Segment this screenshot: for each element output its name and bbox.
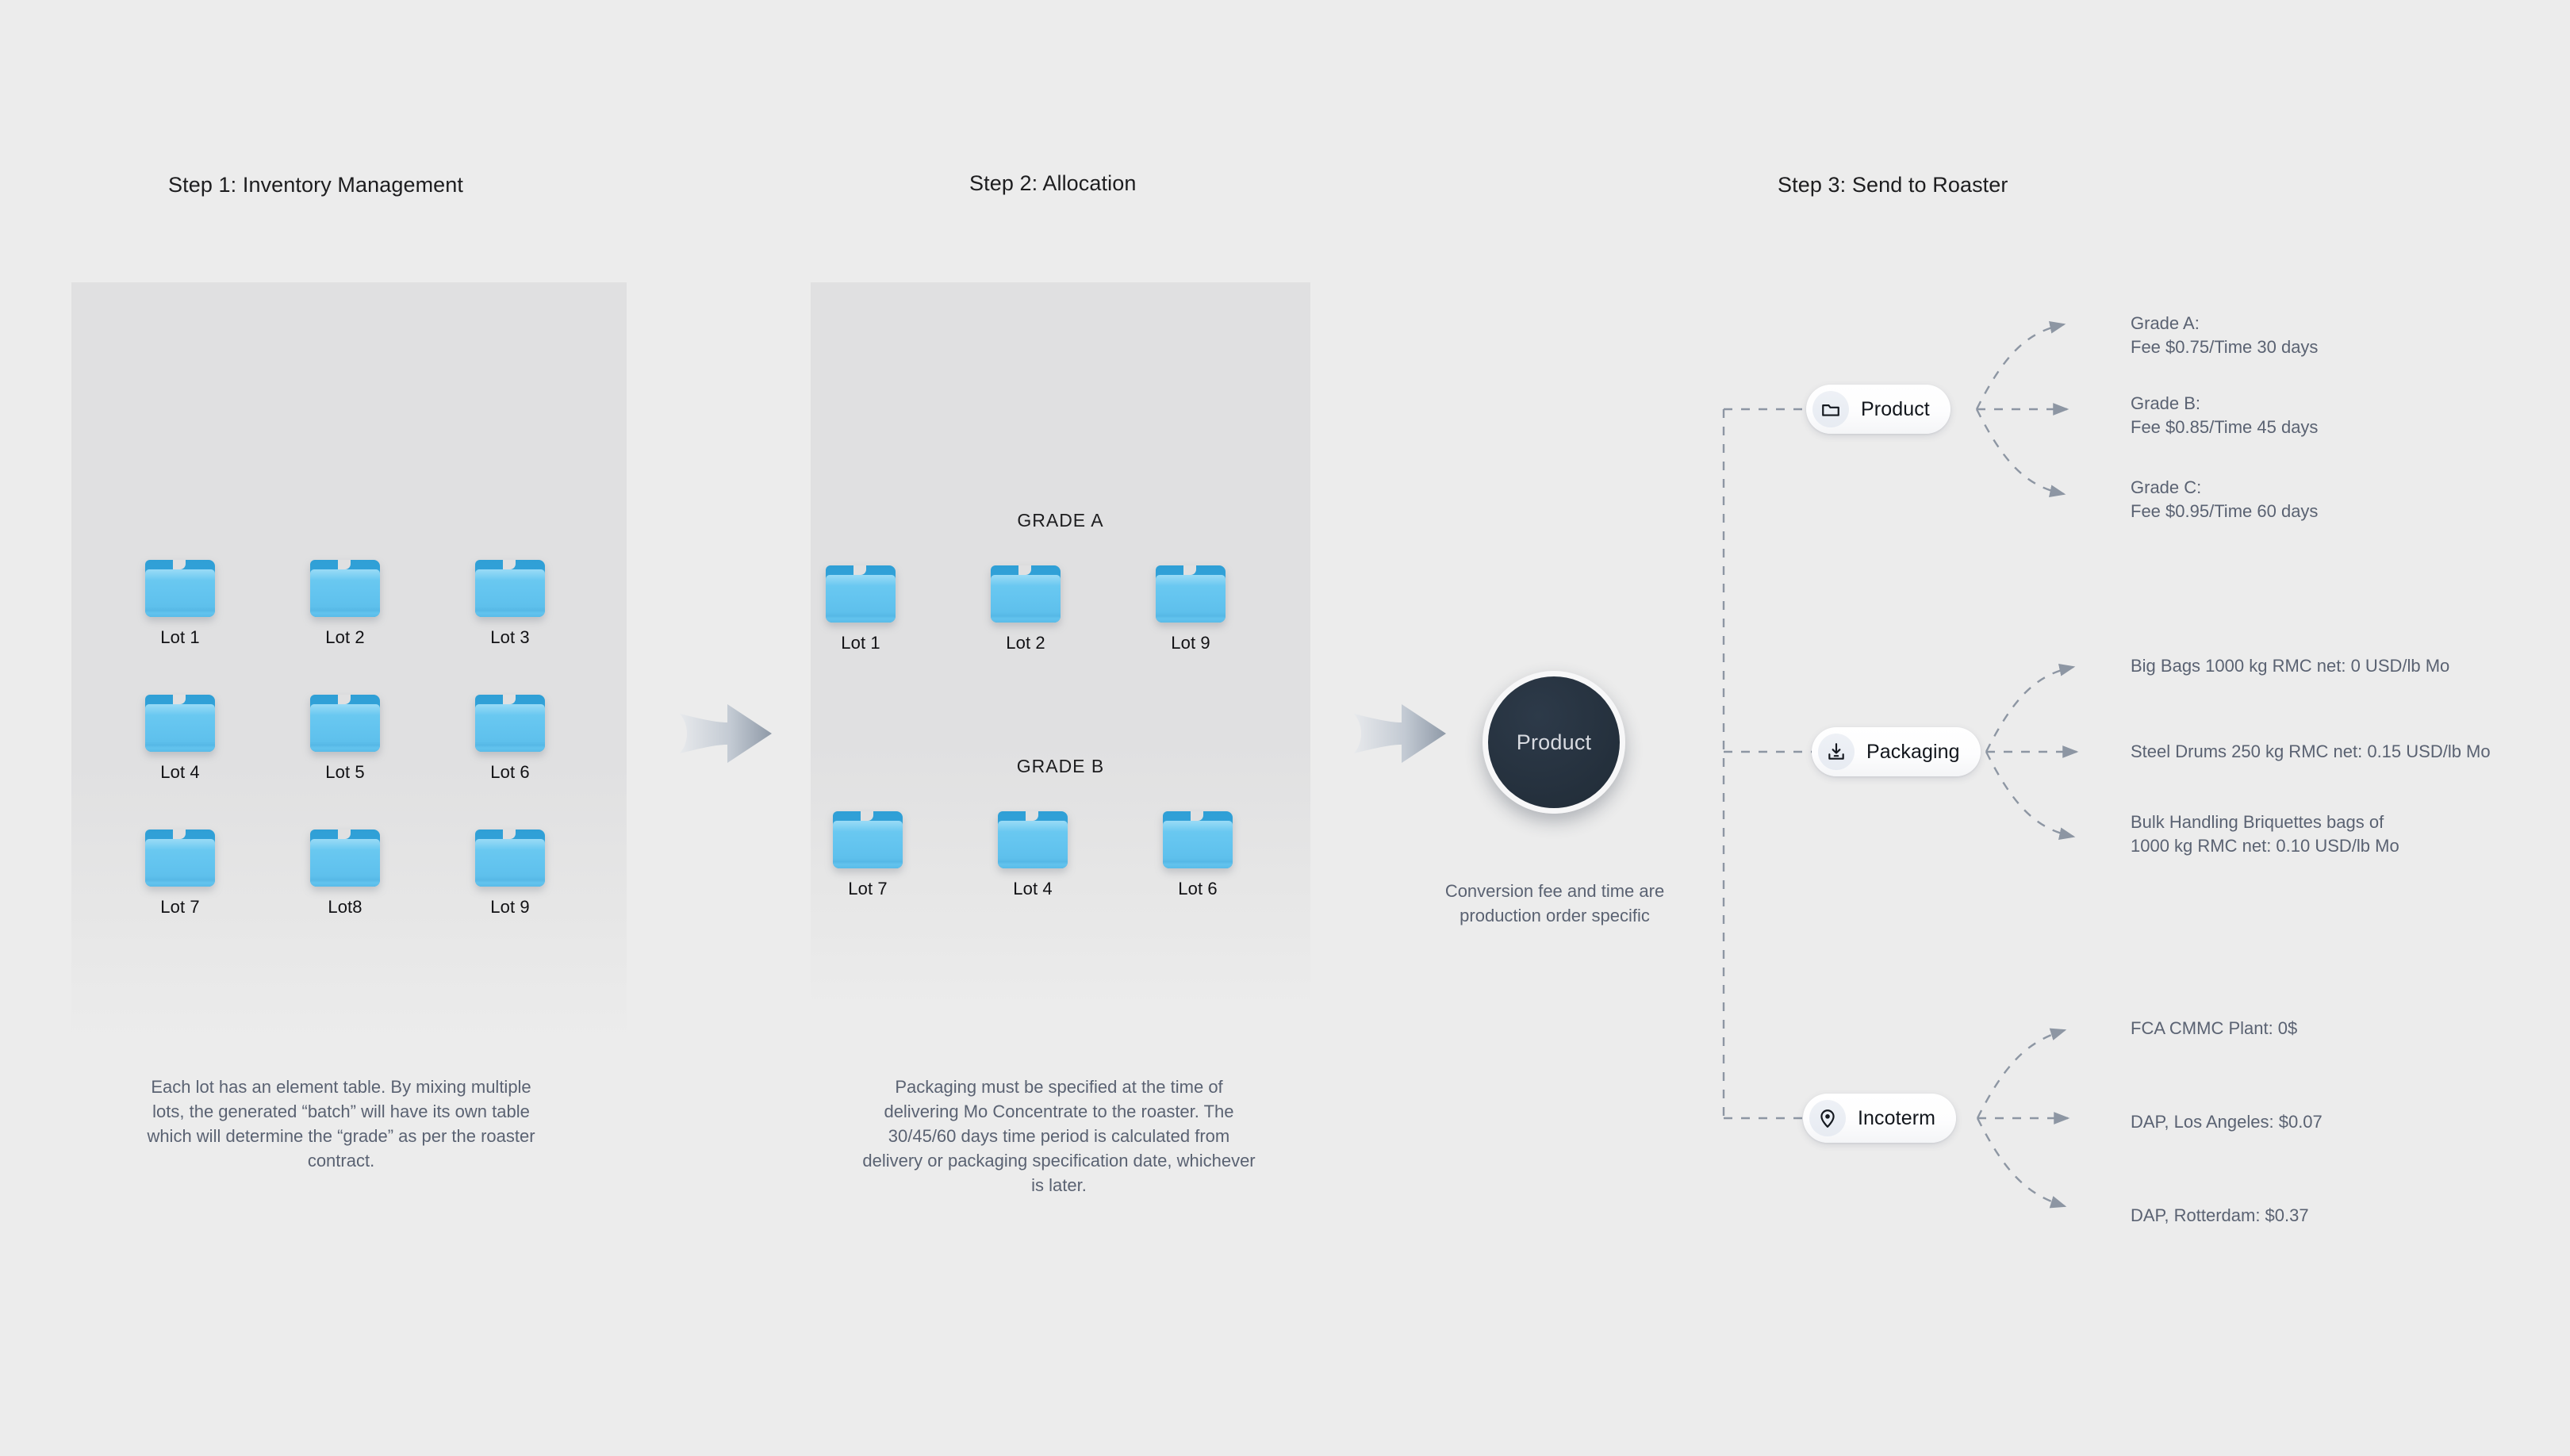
folder-icon: [1156, 565, 1226, 624]
folder-icon: [310, 560, 380, 619]
lot-item[interactable]: Lot 4: [121, 695, 240, 783]
lot-item[interactable]: Lot 3: [451, 560, 570, 648]
lot-label: Lot 4: [1013, 879, 1053, 899]
branch-pill-packaging[interactable]: Packaging: [1812, 727, 1981, 776]
lot-item[interactable]: Lot8: [286, 830, 405, 918]
grade-b-lot-item[interactable]: Lot 4: [973, 811, 1092, 899]
folder-icon: [310, 695, 380, 753]
step-1-title: Step 1: Inventory Management: [168, 173, 464, 197]
folder-icon: [475, 695, 545, 753]
folder-icon: [998, 811, 1068, 870]
lot-label: Lot 1: [841, 633, 880, 653]
branch-pill-label: Product: [1861, 397, 1930, 420]
folder-icon: [826, 565, 896, 624]
folder-icon: [145, 695, 215, 753]
lot-label: Lot 2: [325, 627, 365, 647]
folder-icon: [991, 565, 1061, 624]
step-2-caption: Packaging must be specified at the time …: [862, 1077, 1256, 1195]
map-pin-icon: [1809, 1100, 1846, 1136]
flow-arrow-1: [678, 698, 773, 773]
folder-icon: [475, 560, 545, 619]
folder-icon: [475, 830, 545, 888]
grade-b-heading: GRADE B: [1016, 756, 1105, 776]
lot-label: Lot 2: [1006, 633, 1045, 653]
lot-item[interactable]: Lot 6: [451, 695, 570, 783]
leaf-text: FCA CMMC Plant: 0$: [2131, 1018, 2298, 1038]
grade-b-lot-item[interactable]: Lot 6: [1138, 811, 1257, 899]
inbox-download-icon: [1818, 734, 1855, 770]
allocation-panel: [811, 282, 1310, 1012]
folder-icon: [310, 830, 380, 888]
branch-pill-label: Incoterm: [1858, 1106, 1936, 1129]
lot-label: Lot 5: [325, 762, 365, 782]
lot-label: Lot 6: [1178, 879, 1218, 899]
leaf-text: Grade C: Fee $0.95/Time 60 days: [2131, 477, 2319, 521]
leaf-text: Steel Drums 250 kg RMC net: 0.15 USD/lb …: [2131, 741, 2491, 761]
grade-a-lot-item[interactable]: Lot 9: [1131, 565, 1250, 653]
lot-item[interactable]: Lot 7: [121, 830, 240, 918]
folder-icon: [1163, 811, 1233, 870]
grade-a-lot-item[interactable]: Lot 2: [966, 565, 1085, 653]
step-3-title: Step 3: Send to Roaster: [1778, 173, 2008, 197]
product-caption: Conversion fee and time are production o…: [1444, 881, 1665, 925]
branch-pill-incoterm[interactable]: Incoterm: [1803, 1094, 1957, 1143]
branch-pill-label: Packaging: [1866, 740, 1960, 763]
inventory-panel: [71, 282, 627, 1044]
leaf-text: Big Bags 1000 kg RMC net: 0 USD/lb Mo: [2131, 656, 2450, 676]
folder-icon: [145, 830, 215, 888]
folder-icon: [1812, 391, 1849, 427]
lot-label: Lot 9: [490, 897, 530, 917]
step-2-title: Step 2: Allocation: [969, 171, 1137, 195]
folder-icon: [145, 560, 215, 619]
product-node[interactable]: Product: [1483, 671, 1625, 814]
branch-pill-product[interactable]: Product: [1806, 385, 1951, 434]
lot-label: Lot 7: [848, 879, 888, 899]
lot-label: Lot 7: [160, 897, 200, 917]
grade-b-lot-item[interactable]: Lot 7: [808, 811, 927, 899]
lot-label: Lot 1: [160, 627, 200, 647]
leaf-text: DAP, Rotterdam: $0.37: [2131, 1205, 2309, 1225]
leaf-text: Bulk Handling Briquettes bags of 1000 kg…: [2131, 812, 2399, 856]
lot-label: Lot 4: [160, 762, 200, 782]
lot-label: Lot8: [328, 897, 362, 917]
product-node-label: Product: [1516, 730, 1592, 754]
lot-item[interactable]: Lot 1: [121, 560, 240, 648]
lot-item[interactable]: Lot 5: [286, 695, 405, 783]
grade-a-lot-item[interactable]: Lot 1: [801, 565, 920, 653]
lot-item[interactable]: Lot 2: [286, 560, 405, 648]
leaf-text: Grade A: Fee $0.75/Time 30 days: [2131, 313, 2319, 357]
flow-arrow-2: [1352, 698, 1448, 773]
leaf-text: DAP, Los Angeles: $0.07: [2131, 1112, 2323, 1132]
grade-a-heading: GRADE A: [1017, 510, 1104, 531]
lot-label: Lot 3: [490, 627, 530, 647]
lot-label: Lot 6: [490, 762, 530, 782]
leaf-text: Grade B: Fee $0.85/Time 45 days: [2131, 393, 2319, 437]
step-1-caption: Each lot has an element table. By mixing…: [147, 1077, 535, 1171]
folder-icon: [833, 811, 903, 870]
lot-item[interactable]: Lot 9: [451, 830, 570, 918]
lot-label: Lot 9: [1171, 633, 1210, 653]
